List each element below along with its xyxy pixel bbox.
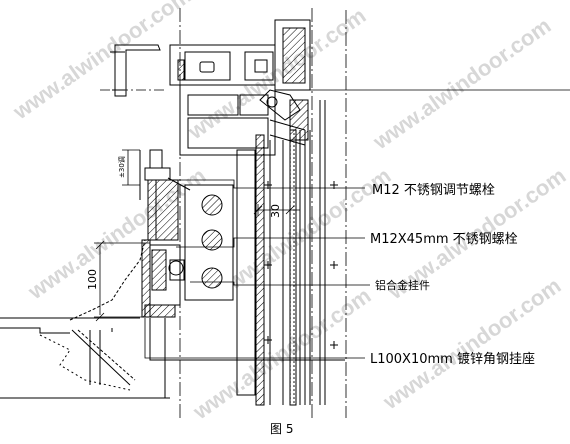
adjust-range-label: ±30调 [117,156,126,178]
aluminum-hanger-plate [184,184,234,301]
bolt-hole [201,194,223,289]
watermark-text: www.alwindoor.com [183,3,371,145]
label-adjusting-bolt: M12 不锈钢调节螺栓 [372,183,495,198]
wall-panel-layers [236,100,326,406]
angle-steel-seat [141,239,176,318]
label-m12x45-bolt: M12X45mm 不锈钢螺栓 [370,232,518,247]
dimension-30-label: 30 [269,204,282,218]
watermark-text: www.alwindoor.com [368,13,556,155]
label-aluminum-hanger: 铝合金挂件 [375,278,430,292]
dimension-gap: 30 [253,204,300,218]
watermark-text: www.alwindoor.com [23,163,211,305]
leader-lines [144,179,370,359]
callout-labels: M12 不锈钢调节螺栓 M12X45mm 不锈钢螺栓 铝合金挂件 L100X10… [370,183,535,367]
dimension-adjust: ±30调 [117,149,140,186]
label-angle-steel: L100X10mm 镀锌角钢挂座 [370,351,535,367]
watermark-text: www.alwindoor.com [188,283,376,425]
anchor-markers [264,181,338,349]
dimension-height: 100 [86,240,150,322]
aluminum-frame-profiles [110,19,311,156]
dimension-100-label: 100 [86,269,99,290]
watermark-text: www.alwindoor.com [208,163,396,305]
floor-slab [0,239,345,399]
watermark-text: www.alwindoor.com [8,0,196,125]
figure-caption: 图 5 [270,422,293,436]
